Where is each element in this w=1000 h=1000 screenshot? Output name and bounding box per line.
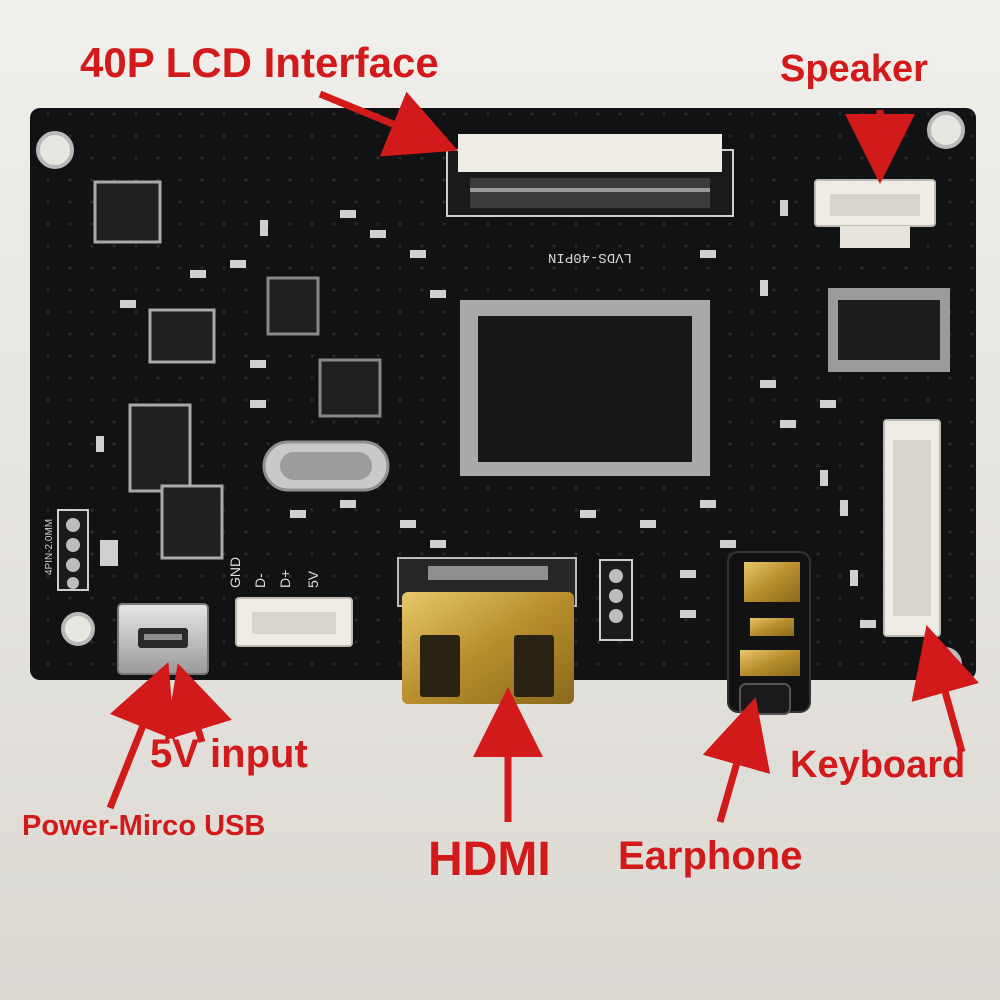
hdmi-connector bbox=[397, 557, 577, 704]
annotation-arrows bbox=[106, 90, 980, 823]
silkscreen-d-plus: D+ bbox=[277, 570, 293, 588]
pin-header-left bbox=[57, 509, 89, 591]
label-power-micro-usb: Power-Mirco USB bbox=[22, 810, 266, 842]
voltage-regulator bbox=[128, 403, 192, 493]
main-processor-chip bbox=[460, 300, 710, 476]
arrow-5v-input bbox=[164, 663, 232, 744]
lcd-40pin-connector bbox=[446, 134, 734, 217]
label-lcd-interface: 40P LCD Interface bbox=[80, 39, 439, 86]
silkscreen-d-minus: D- bbox=[252, 573, 268, 588]
small-ic bbox=[148, 308, 216, 364]
smd-components bbox=[96, 200, 876, 628]
small-ic bbox=[93, 180, 162, 244]
crystal-oscillator bbox=[262, 440, 390, 492]
earphone-jack bbox=[727, 551, 811, 715]
arrow-earphone bbox=[702, 697, 771, 823]
arrow-keyboard bbox=[911, 625, 980, 753]
mounting-hole bbox=[61, 612, 95, 646]
label-hdmi: HDMI bbox=[428, 833, 551, 886]
voltage-regulator bbox=[160, 484, 224, 560]
silkscreen-gnd: GND bbox=[227, 557, 243, 588]
usb-header-connector bbox=[235, 597, 353, 647]
keyboard-connector bbox=[883, 419, 941, 637]
micro-usb-port bbox=[117, 603, 209, 675]
label-5v-input: 5V input bbox=[150, 732, 308, 776]
mounting-hole bbox=[927, 111, 965, 149]
speaker-connector bbox=[814, 179, 936, 248]
label-speaker: Speaker bbox=[780, 48, 928, 90]
label-keyboard: Keyboard bbox=[790, 744, 966, 786]
small-ic bbox=[318, 358, 382, 418]
arrow-usb-power bbox=[106, 662, 175, 810]
pin-header-mid bbox=[599, 559, 633, 641]
mounting-hole bbox=[36, 131, 74, 169]
arrow-lcd bbox=[318, 90, 458, 157]
label-earphone: Earphone bbox=[618, 834, 803, 878]
small-ic bbox=[266, 276, 320, 336]
soic-chip bbox=[828, 288, 950, 372]
silkscreen-5v: 5V bbox=[305, 570, 321, 588]
silkscreen-4pin: 4PIN-2.0MM bbox=[44, 519, 55, 575]
silkscreen-lvds: LVDS-40PIN bbox=[548, 249, 632, 265]
